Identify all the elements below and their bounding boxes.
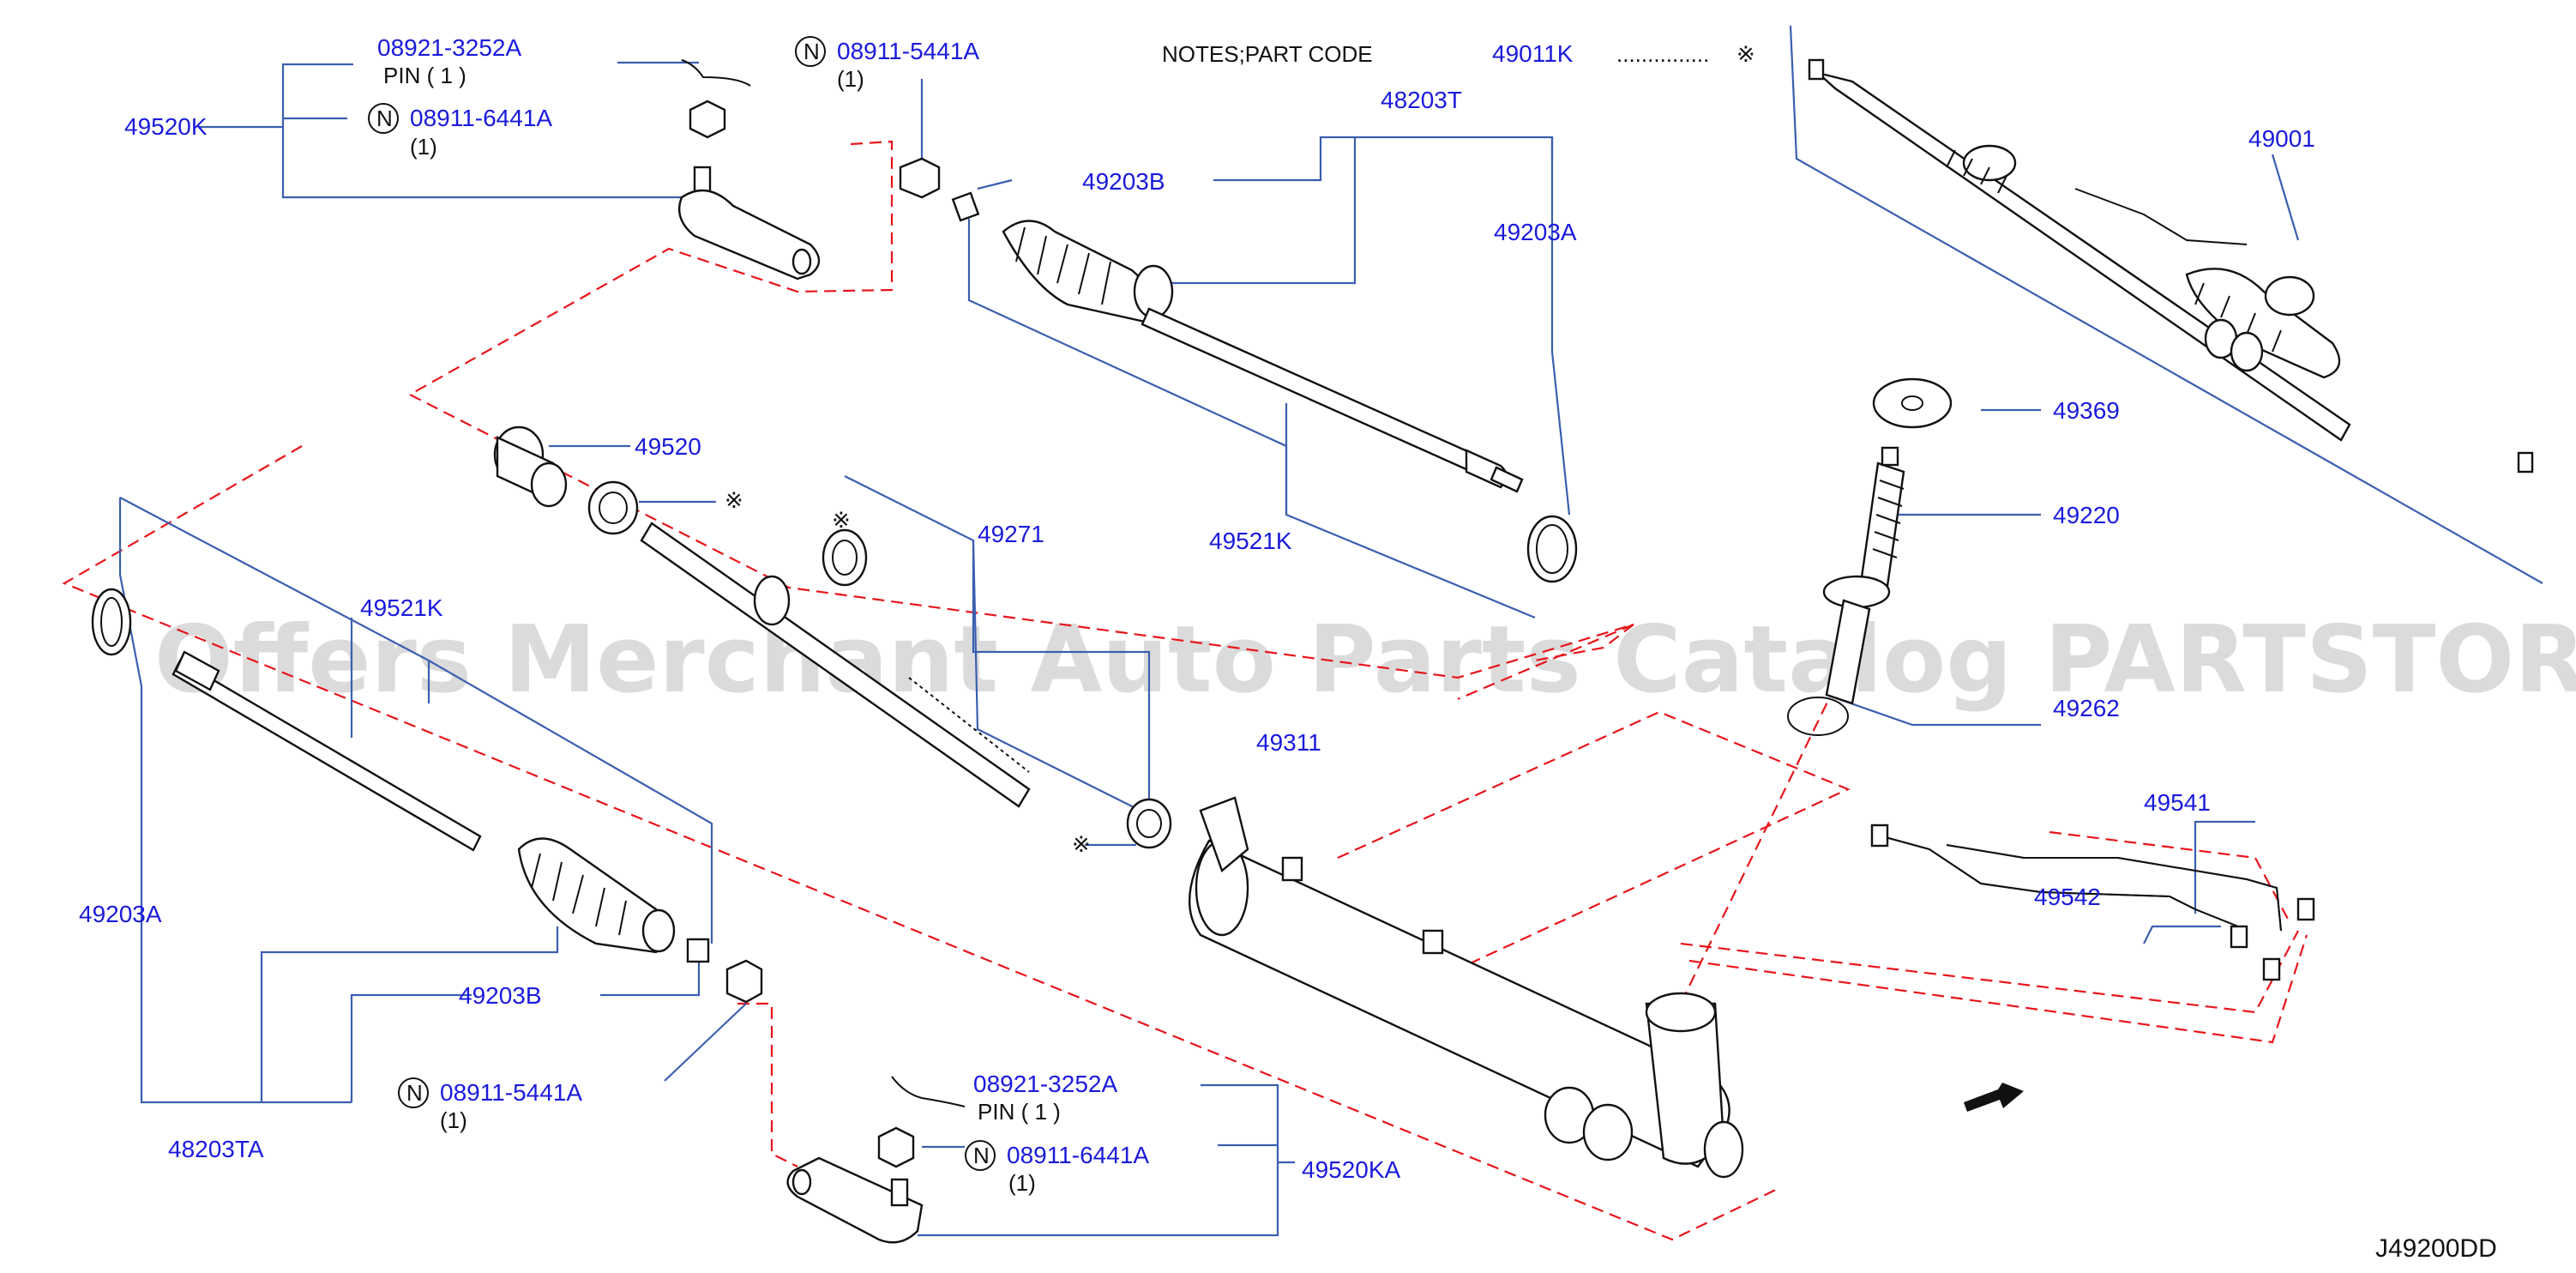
left-inner-tie-rod-icon [172,650,482,852]
boot-clip-icon [1526,515,1578,583]
callout-08921-3252A-top: 08921-3252A [377,34,521,61]
callout-08911-6441A-bottom: 08911-6441A [1007,1142,1149,1168]
callout-49001: 49001 [2248,125,2315,152]
lock-nut-top [899,79,941,199]
callout-08921-3252A-bottom: 08921-3252A [973,1071,1117,1097]
tie-rod-end-icon [677,166,821,281]
gear-housing-group [1188,796,1744,1179]
notes-asterisk-mark: ※ [1736,41,1755,67]
callout-49369: 49369 [2053,397,2120,424]
n-symbol-icon [398,1077,429,1108]
left-clamp-icon [686,938,710,963]
callout-49520: 49520 [635,433,701,460]
notes-dots: ............... [1616,41,1709,67]
callout-49203A-left: 49203A [79,901,162,927]
tie-rod-end-bottom-icon [786,1156,924,1244]
callout-49271: 49271 [978,521,1044,547]
callout-49520K: 49520K [124,113,208,140]
callout-pin-top: PIN ( 1 ) [383,63,466,88]
callout-49262: 49262 [2053,695,2120,721]
asterisk-49520: ※ [725,487,743,513]
callout-qty-6441-top: (1) [410,134,437,160]
callout-49311: 49311 [1256,729,1321,756]
callout-qty-5441-top: (1) [837,66,864,92]
watermark-text: Offers Merchant Auto Parts Catalog PARTS… [154,606,2576,714]
n-symbol-icon [965,1140,996,1171]
tube-49542-icon [1946,844,2315,981]
callout-labels: NOTES;PART CODE 49011K ............... ※… [79,34,2497,1263]
left-boot-clip-icon [91,588,132,656]
callout-49521K-left: 49521K [360,594,443,621]
diagram-code: J49200DD [2375,1234,2497,1263]
oil-seal-icon [587,480,639,535]
tube-49541-icon [1870,824,2248,949]
callout-49542: 49542 [2034,884,2101,910]
left-side-rod-group [91,497,763,1104]
pinion-shaft-icon [1822,446,1905,705]
callout-48203T: 48203T [1381,87,1462,113]
callout-08911-5441A-bottom: 08911-5441A [440,1079,582,1106]
callout-49541: 49541 [2144,789,2211,816]
cotter-pin-bottom-icon [891,1076,966,1107]
n-symbol-icon [368,103,399,134]
asterisk-49271-seal: ※ [832,507,851,533]
front-arrow-icon [1964,1083,2024,1112]
boot-and-inner-rod-top [951,136,1578,619]
callout-48203TA: 48203TA [168,1136,264,1162]
notes-label: NOTES;PART CODE [1162,41,1373,67]
gear-housing-icon [1188,796,1744,1179]
hydraulic-tubes [1870,820,2315,981]
asterisk-rack-end: ※ [1072,831,1091,857]
n-symbol-text: N [973,1143,990,1168]
complete-gear-assembly [1789,25,2543,584]
hex-nut-icon [899,157,941,199]
tie-rod-end-group-top [199,59,821,281]
rack-bar-icon [640,522,1031,808]
callout-49203B-top: 49203B [1082,168,1165,195]
left-nut-icon [725,959,763,1004]
callout-49203B-bottom: 49203B [459,982,542,1009]
o-ring-icon [1787,697,1849,736]
steering-gear-assembly-icon [1808,58,2534,474]
n-symbol-text: N [803,39,820,64]
callout-49203A-top: 49203A [1494,219,1577,245]
n-symbol-text: N [406,1080,423,1106]
callout-qty-6441-bottom: (1) [1008,1170,1036,1196]
notes-part-code: 49011K [1492,40,1574,67]
inner-tie-rod-icon [1141,307,1524,493]
pinion-group [1787,377,2041,736]
callout-qty-5441-bottom: (1) [440,1107,467,1133]
rack-bushing-icon [493,425,568,508]
n-symbol-icon [795,36,826,67]
callout-08911-5441A-top: 08911-5441A [837,38,979,64]
rubber-boot-icon [1002,220,1174,323]
tie-rod-end-group-bottom [786,1076,1295,1244]
clamp-icon [951,191,980,222]
rack-seal-icon [822,528,868,587]
n-symbol-text: N [376,106,393,131]
callout-08911-6441A-top: 08911-6441A [410,105,552,131]
rack-end-seal-icon [1126,798,1172,849]
left-rubber-boot-icon [517,837,676,954]
callout-49520KA: 49520KA [1302,1156,1401,1183]
rack-and-bushings [493,425,1172,849]
callout-49521K-top: 49521K [1209,528,1292,554]
castle-nut-icon [689,100,726,139]
castle-nut-bottom-icon [877,1126,915,1168]
callout-49220: 49220 [2053,502,2120,528]
callout-pin-bottom: PIN ( 1 ) [978,1099,1061,1125]
cotter-pin-icon [681,59,751,87]
